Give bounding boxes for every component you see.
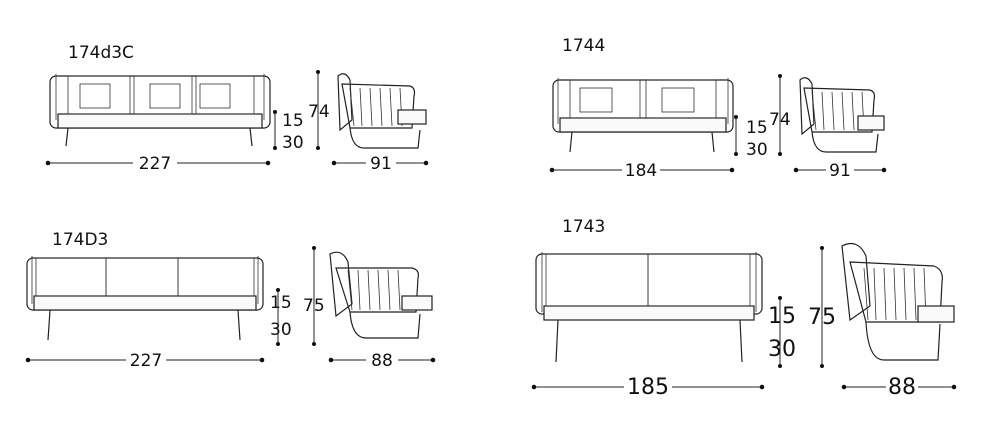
height-value-174d3c: 74: [308, 102, 330, 122]
height-value-1744: 74: [769, 110, 791, 130]
dimension-width-1743: 185: [531, 375, 765, 400]
seat-height-value-174d3c: 15: [282, 111, 304, 131]
height-value-174d3: 75: [303, 296, 325, 316]
dimension-depth-1743: 88: [841, 375, 957, 400]
panel-1744: 1744: [549, 36, 887, 181]
seat-offset-value-1743: 30: [768, 337, 796, 362]
seat-height-value-1744: 15: [746, 118, 768, 138]
sofa-side-view-1744: [799, 77, 885, 153]
depth-value-1744: 91: [829, 161, 851, 181]
height-value-1743: 75: [808, 305, 836, 330]
depth-value-1743: 88: [888, 375, 916, 400]
width-value-174d3c: 227: [139, 154, 171, 174]
model-label-1743: 1743: [562, 217, 605, 237]
dimension-depth-1744: 91: [793, 161, 887, 181]
depth-value-174d3: 88: [371, 351, 393, 371]
dimension-depth-174d3c: 91: [331, 154, 429, 174]
sofa-side-view-1743: [841, 243, 955, 361]
seat-height-value-174d3: 15: [270, 293, 292, 313]
sofa-front-view-1744: [552, 78, 734, 153]
width-value-1744: 184: [625, 161, 657, 181]
sofa-side-view-174d3c: [337, 73, 427, 149]
seat-offset-value-1744: 30: [746, 140, 768, 160]
panel-1743: 1743: [531, 217, 957, 400]
model-label-174d3: 174D3: [52, 230, 108, 250]
panel-174d3: 174D3: [25, 230, 436, 371]
dimension-heights-1744: 15 30 74: [734, 74, 791, 160]
model-label-174d3c: 174d3C: [68, 43, 134, 63]
dimension-width-174d3: 227: [25, 351, 265, 371]
depth-value-174d3c: 91: [370, 154, 392, 174]
sofa-front-view-174d3: [26, 256, 264, 341]
dimension-depth-174d3: 88: [328, 351, 436, 371]
dimension-heights-174d3: 15 30 75: [270, 246, 325, 346]
model-label-1744: 1744: [562, 36, 605, 56]
panel-174d3c: 174d3C: [45, 43, 429, 174]
seat-offset-value-174d3: 30: [270, 320, 292, 340]
sofa-front-view-174d3c: [49, 74, 271, 147]
seat-offset-value-174d3c: 30: [282, 133, 304, 153]
width-value-174d3: 227: [130, 351, 162, 371]
sofa-side-view-174d3: [329, 251, 433, 339]
sofa-front-view-1743: [535, 252, 763, 363]
dimension-width-1744: 184: [549, 161, 735, 181]
dimension-heights-1743: 15 30 75: [768, 246, 836, 368]
dimension-heights-174d3c: 15 30 74: [273, 70, 330, 153]
seat-height-value-1743: 15: [768, 304, 796, 329]
width-value-1743: 185: [627, 375, 669, 400]
dimension-width-174d3c: 227: [45, 154, 271, 174]
